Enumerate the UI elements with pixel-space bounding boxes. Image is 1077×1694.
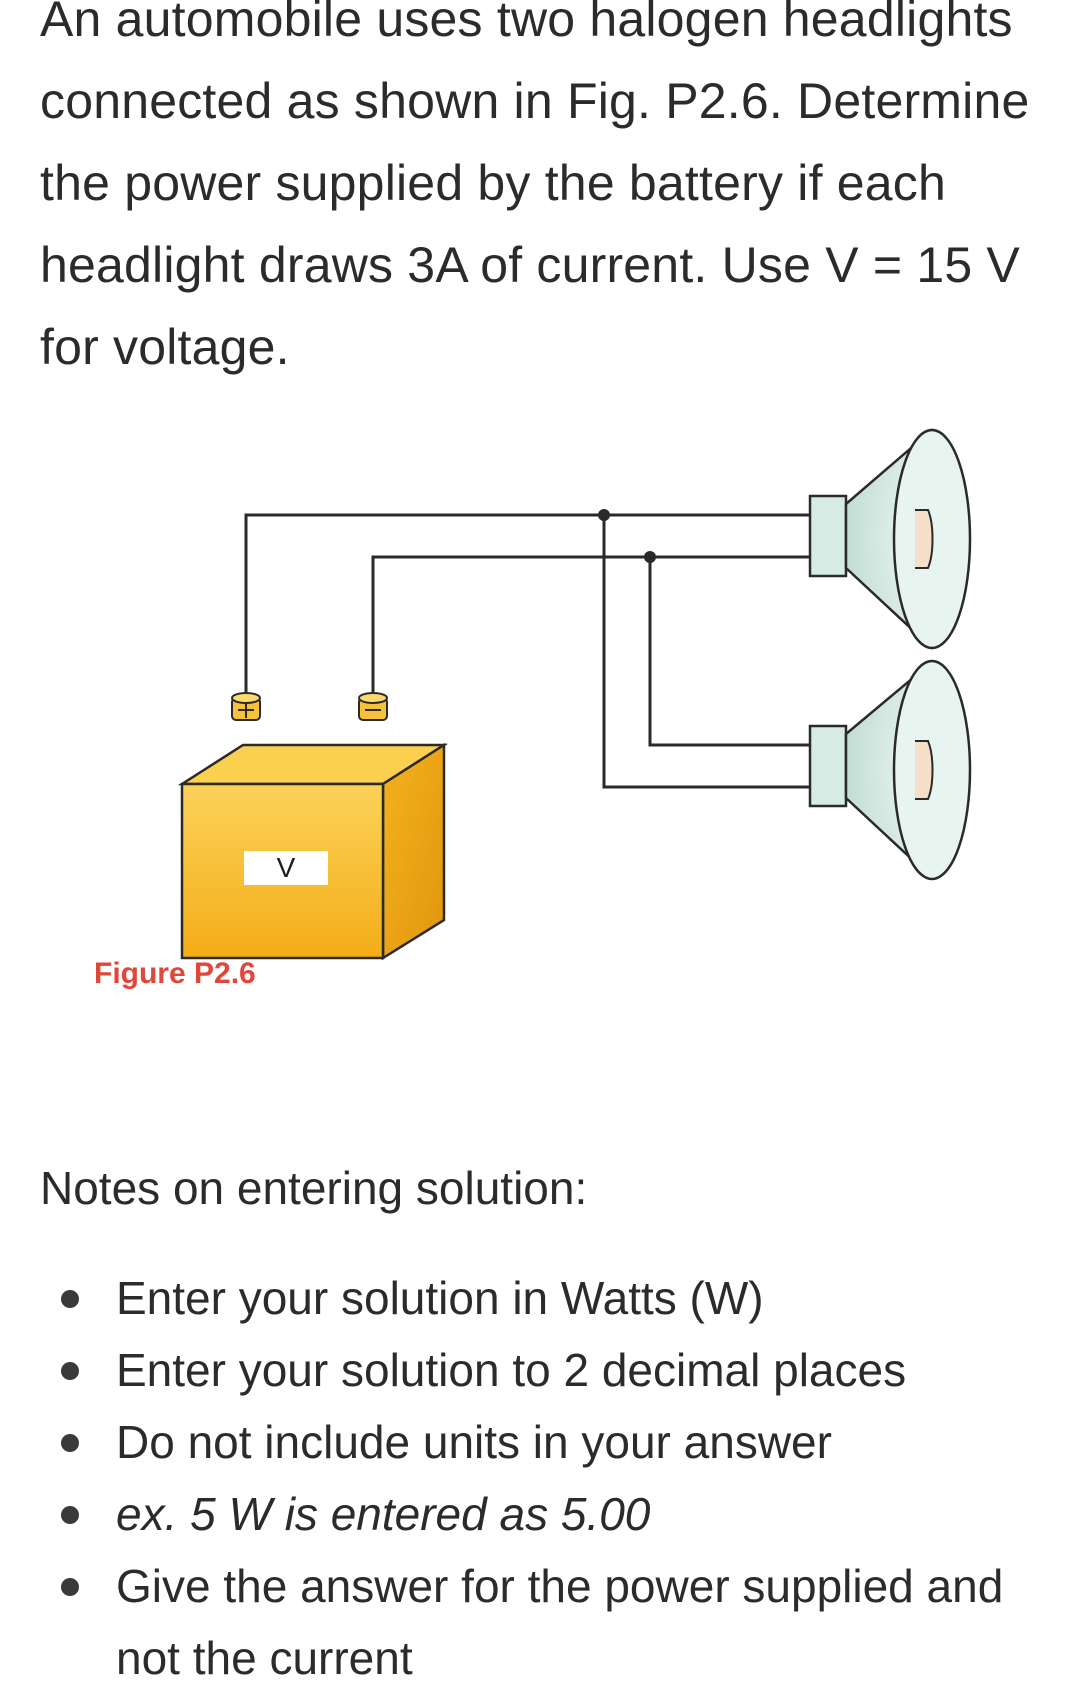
wire-positive xyxy=(244,513,812,705)
wire-negative xyxy=(371,555,812,705)
note-text: Enter your solution in Watts (W) xyxy=(116,1272,764,1324)
bullet-icon xyxy=(61,1578,79,1596)
headlight-lower xyxy=(808,659,972,881)
headlight-upper xyxy=(808,428,972,650)
battery-side xyxy=(381,742,446,961)
note-text: Do not include units in your answer xyxy=(116,1416,832,1468)
list-item: Give the answer for the power supplied a… xyxy=(0,1550,1077,1694)
battery-label-box xyxy=(244,851,328,885)
junction-dot-1 xyxy=(598,509,610,521)
notes-list: Enter your solution in Watts (W) Enter y… xyxy=(0,1262,1077,1694)
bullet-icon xyxy=(61,1290,79,1308)
bullet-icon xyxy=(61,1362,79,1380)
bullet-icon xyxy=(61,1434,79,1452)
battery-label: V xyxy=(277,852,296,883)
list-item: ex. 5 W is entered as 5.00 xyxy=(0,1478,1077,1550)
list-item: Enter your solution to 2 decimal places xyxy=(0,1334,1077,1406)
battery: V xyxy=(177,692,449,961)
notes-heading: Notes on entering solution: xyxy=(40,1162,588,1214)
figure-caption: Figure P2.6 xyxy=(94,957,256,990)
list-item: Enter your solution in Watts (W) xyxy=(0,1262,1077,1334)
battery-terminal-positive xyxy=(231,692,261,721)
wire-positive-branch xyxy=(602,515,812,789)
list-item: Do not include units in your answer xyxy=(0,1406,1077,1478)
circuit-wires xyxy=(244,513,812,789)
bullet-icon xyxy=(61,1506,79,1524)
battery-terminal-negative xyxy=(358,692,388,721)
junction-dot-2 xyxy=(644,551,656,563)
wire-negative-branch xyxy=(648,557,812,747)
note-text: Give the answer for the power supplied a… xyxy=(116,1560,1004,1684)
question-text: An automobile uses two halogen headlight… xyxy=(40,0,1030,375)
note-text: ex. 5 W is entered as 5.00 xyxy=(116,1488,651,1540)
note-text: Enter your solution to 2 decimal places xyxy=(116,1344,907,1396)
circuit-figure: V Figure P2.6 xyxy=(94,428,972,990)
